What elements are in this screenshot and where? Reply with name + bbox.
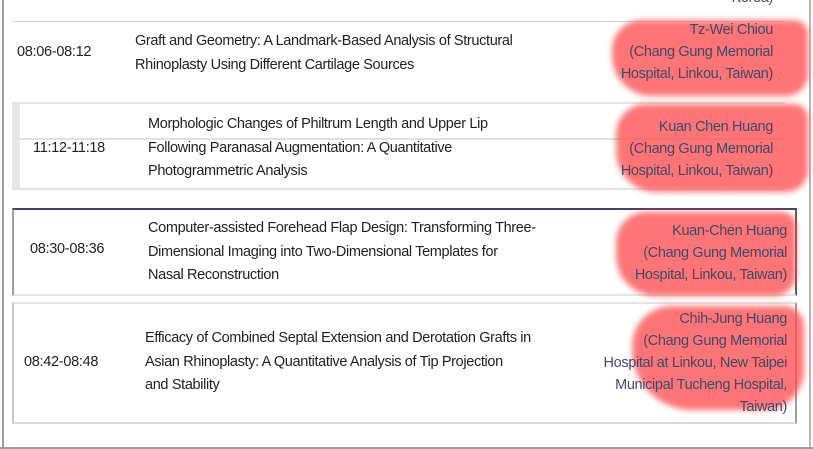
session-time: 08:30-08:36 — [30, 241, 105, 257]
speaker-affiliation: (Chang Gung Memorial — [643, 245, 787, 261]
highlight-mark — [612, 20, 808, 96]
speaker-name: Kuan-Chen Huang — [672, 223, 787, 239]
highlight-mark — [616, 104, 808, 192]
previous-row-speaker-tail: Korea) — [732, 0, 774, 9]
session-card — [12, 208, 797, 296]
title-line: Asian Rhinoplasty: A Quantitative Analys… — [145, 353, 503, 370]
title-line: Following Paranasal Augmentation: A Quan… — [148, 139, 453, 156]
frame-right-border — [809, 0, 811, 449]
title-line: and Stability — [145, 377, 220, 393]
speaker-name: Kuan Chen Huang — [658, 119, 773, 135]
session-time: 08:06-08:12 — [17, 44, 92, 60]
speaker-affiliation: Taiwan) — [739, 399, 787, 415]
speaker-affiliation: (Chang Gung Memorial — [643, 333, 787, 349]
highlight-mark — [616, 212, 796, 296]
speaker-affiliation: Hospital at Linkou, New Taipei — [603, 355, 788, 371]
speaker-name: Tz-Wei Chiou — [689, 22, 774, 38]
frame-bottom-border — [0, 447, 813, 449]
speaker-affiliation: (Chang Gung Memorial — [629, 44, 773, 60]
title-line: Dimensional Imaging into Two-Dimensional… — [148, 243, 498, 260]
title-line: Graft and Geometry: A Landmark-Based Ana… — [135, 33, 513, 49]
session-speaker: Kuan Chen Huang (Chang Gung Memorial Hos… — [620, 116, 774, 182]
session-time: 08:42-08:48 — [24, 354, 99, 370]
session-card — [12, 102, 785, 190]
title-line: Rhinoplasty Using Different Cartilage So… — [135, 56, 414, 73]
session-time: 11:12-11:18 — [33, 140, 105, 156]
highlight-mark — [632, 306, 804, 410]
session-title[interactable]: Efficacy of Combined Septal Extension an… — [145, 327, 531, 398]
title-line: Morphologic Changes of Philtrum Length a… — [148, 116, 488, 132]
speaker-affiliation: Hospital, Linkou, Taiwan) — [620, 163, 774, 179]
session-title[interactable]: Graft and Geometry: A Landmark-Based Ana… — [135, 30, 513, 77]
session-speaker: Kuan-Chen Huang (Chang Gung Memorial Hos… — [634, 220, 788, 286]
title-line: Efficacy of Combined Septal Extension an… — [145, 330, 531, 346]
speaker-affiliation: Hospital, Linkou, Taiwan) — [634, 267, 788, 283]
session-row — [12, 22, 785, 140]
session-title[interactable]: Morphologic Changes of Philtrum Length a… — [148, 113, 488, 184]
divider — [12, 21, 785, 22]
speaker-affiliation: Municipal Tucheng Hospital, — [615, 377, 787, 393]
frame-left-border — [2, 0, 4, 449]
session-title[interactable]: Computer-assisted Forehead Flap Design: … — [148, 217, 536, 288]
speaker-name: Chih-Jung Huang — [679, 311, 787, 327]
speaker-affiliation: (Chang Gung Memorial — [629, 141, 773, 157]
session-speaker: Chih-Jung Huang (Chang Gung Memorial Hos… — [603, 308, 788, 418]
title-line: Nasal Reconstruction — [148, 267, 279, 283]
session-speaker: Tz-Wei Chiou (Chang Gung Memorial Hospit… — [620, 19, 774, 85]
title-line: Computer-assisted Forehead Flap Design: … — [148, 220, 536, 236]
speaker-affiliation: Hospital, Linkou, Taiwan) — [620, 66, 774, 82]
title-line: Photogrammetric Analysis — [148, 163, 308, 179]
